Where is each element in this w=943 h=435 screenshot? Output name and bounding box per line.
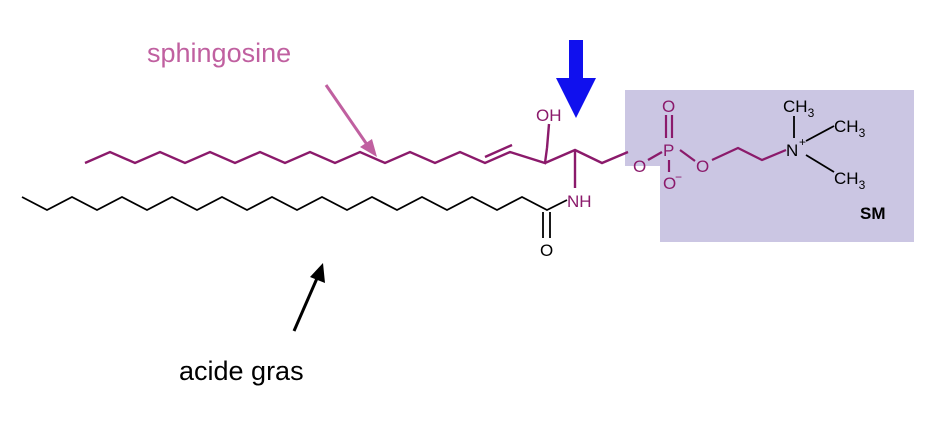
phosphorus-label: P: [663, 141, 674, 160]
sphingosine-label: sphingosine: [147, 38, 291, 68]
headgroup-notch: [600, 166, 660, 242]
nh-label: NH: [567, 192, 592, 211]
choline-chain: [711, 146, 787, 162]
trans-double-bond-line: [484, 143, 513, 159]
acide-gras-arrowhead: [310, 263, 325, 283]
sm-label: SM: [860, 204, 886, 223]
ester-o-label: O: [633, 157, 646, 176]
methyl-right-label: CH3: [834, 117, 866, 140]
phosphate-top-o-label: O: [662, 97, 675, 116]
o-p-bond: [647, 150, 663, 162]
phosphocholine-box: [625, 90, 914, 242]
phosphate-charge-label: −: [675, 170, 682, 184]
p-o-right-bond: [679, 149, 696, 162]
phosphate-bottom-o-label: O: [663, 174, 676, 193]
nitrogen-label: N: [786, 141, 798, 160]
sphingosine-backbone: [544, 148, 629, 165]
nitrogen-charge-label: +: [799, 135, 806, 149]
n-methyl-right-bond: [805, 125, 835, 142]
c3-oh-bond: [545, 123, 551, 149]
cleavage-arrow-shaft: [569, 40, 583, 86]
acide-gras-pointer-arrow: [292, 275, 320, 332]
methyl-bottom-label: CH3: [834, 169, 866, 192]
fatty-acid-chain: [21, 195, 568, 212]
sphingosine-chain: [84, 147, 549, 165]
acide-gras-label: acide gras: [179, 356, 304, 386]
sphingosine-pointer-arrow: [324, 84, 370, 147]
sphingosine-arrowhead: [360, 139, 377, 157]
oh-label: OH: [536, 106, 562, 125]
carbonyl-o-label: O: [540, 241, 553, 260]
choline-o-label: O: [696, 157, 709, 176]
n-methyl-bottom-bond: [805, 154, 835, 173]
cleavage-arrowhead: [556, 78, 596, 118]
methyl-top-label: CH3: [783, 97, 815, 120]
